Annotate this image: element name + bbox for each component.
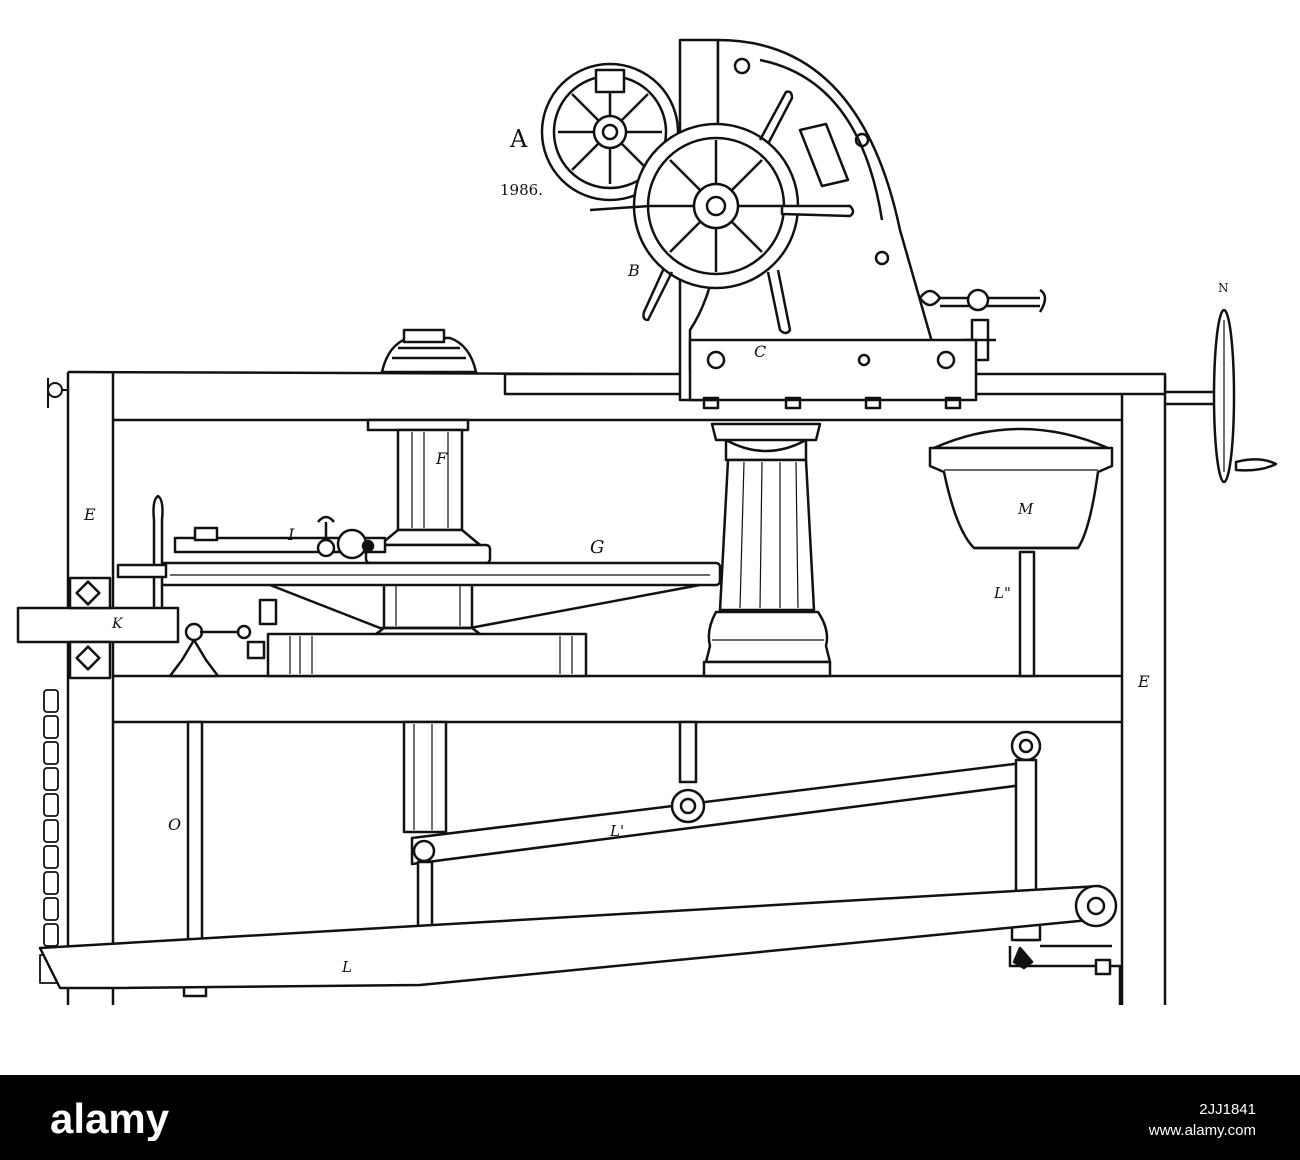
alamy-wordmark: alamy bbox=[50, 1097, 170, 1141]
arm-i bbox=[173, 515, 387, 560]
wing-nut bbox=[47, 378, 68, 408]
label-l-double-prime: L" bbox=[993, 584, 1011, 602]
label-k: K bbox=[111, 616, 124, 632]
disc-g bbox=[158, 561, 722, 630]
bracket-k bbox=[16, 494, 278, 680]
label-n: N bbox=[1218, 281, 1229, 295]
label-c: C bbox=[754, 342, 766, 361]
label-e-left: E bbox=[83, 505, 96, 524]
label-l-prime: L' bbox=[609, 822, 624, 840]
alamy-logo: alamy bbox=[50, 1097, 170, 1141]
label-e-right: E bbox=[1137, 672, 1150, 691]
cup-m bbox=[928, 427, 1114, 678]
label-b: B bbox=[627, 261, 640, 280]
label-l: L bbox=[341, 958, 352, 976]
label-f: F bbox=[435, 449, 448, 468]
chain bbox=[39, 689, 63, 984]
spindle-f bbox=[364, 328, 492, 636]
image-id: 2JJ1841 bbox=[1199, 1101, 1256, 1118]
label-o: O bbox=[168, 815, 181, 834]
label-m: M bbox=[1017, 500, 1034, 518]
lever-system bbox=[38, 720, 1122, 1005]
stock-id-block: 2JJ1841 www.alamy.com bbox=[1149, 1102, 1256, 1138]
lower-pulley bbox=[266, 632, 588, 678]
central-column bbox=[702, 422, 832, 678]
machine-engraving: A 1986. B C E E F G I K L L' L" M N O bbox=[16, 38, 1278, 1005]
label-i: I bbox=[287, 525, 295, 544]
tension-screw bbox=[918, 288, 1047, 362]
figure-letter: A bbox=[509, 125, 528, 153]
front-wheel bbox=[589, 90, 855, 335]
figure-number: 1986. bbox=[500, 181, 543, 199]
stock-url: www.alamy.com bbox=[1148, 1122, 1256, 1139]
stock-watermark-bar: alamy 2JJ1841 www.alamy.com bbox=[0, 1075, 1300, 1160]
label-g: G bbox=[590, 537, 604, 558]
crank-n bbox=[1165, 308, 1278, 484]
